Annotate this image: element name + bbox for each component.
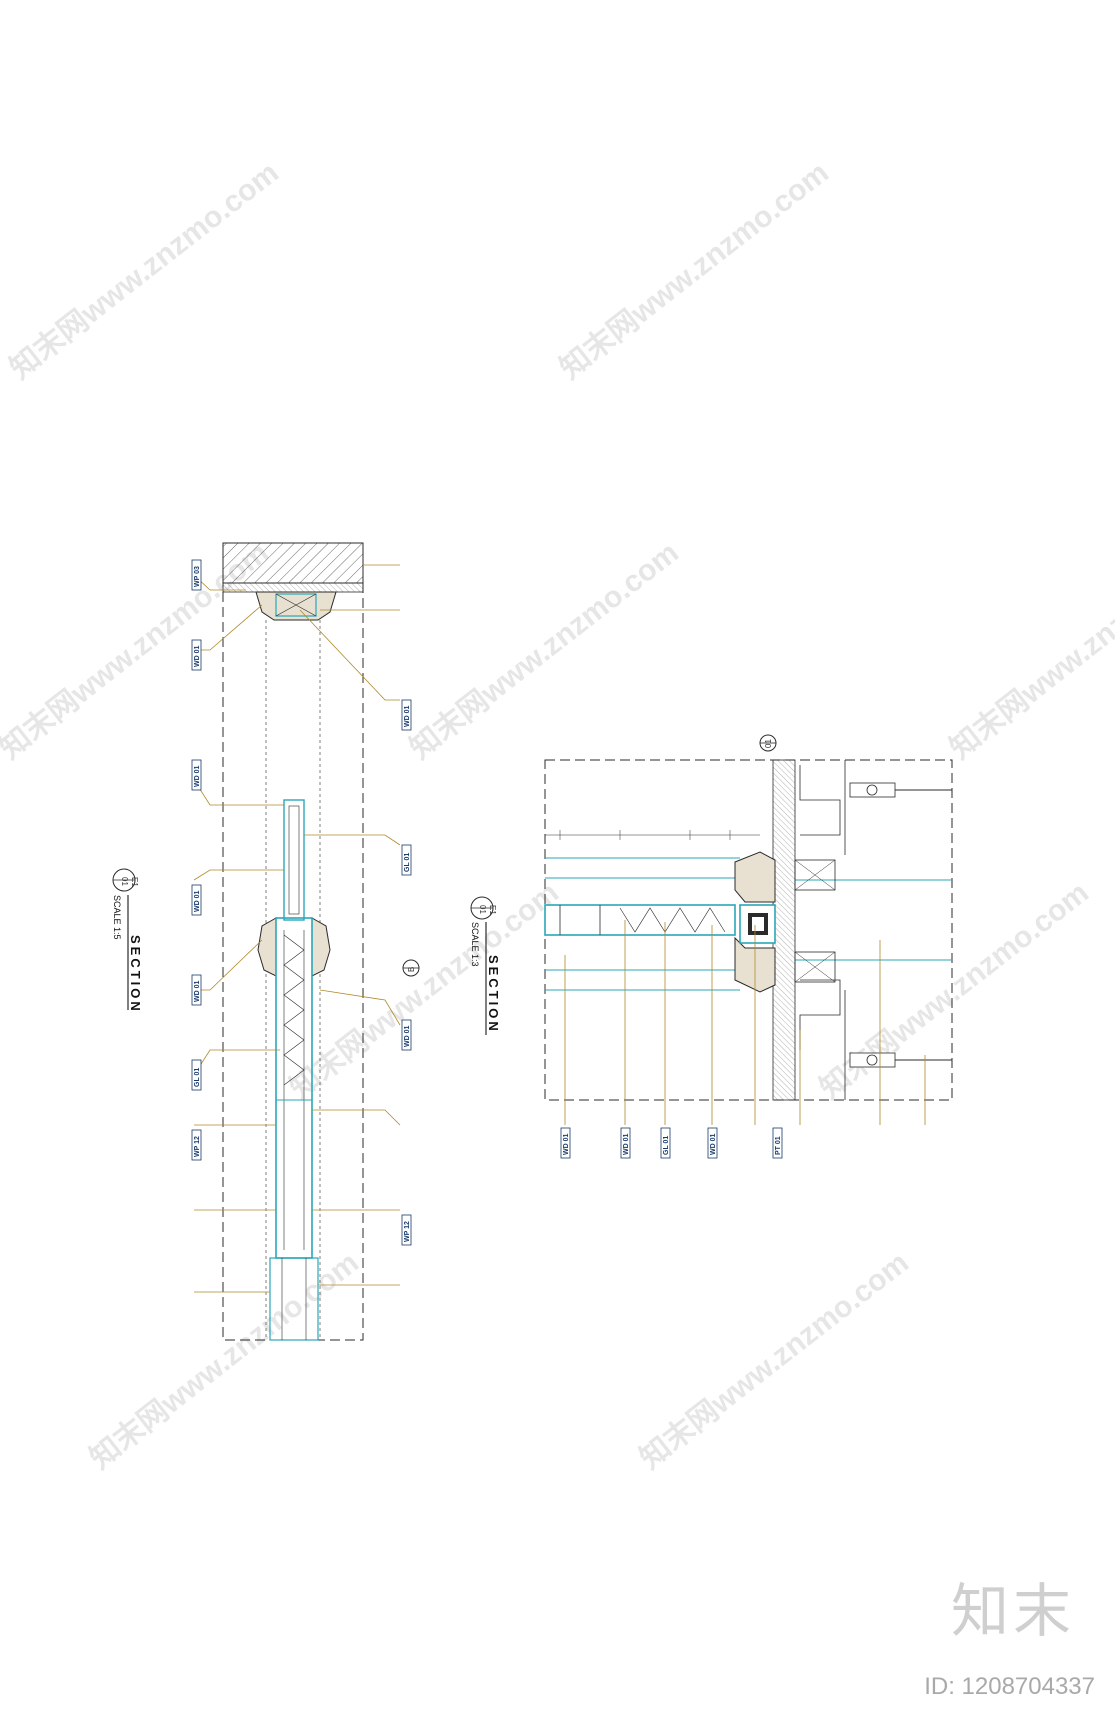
tag-wd-01: WD 01 — [191, 639, 202, 671]
ref-bottom: E1 — [130, 877, 139, 887]
tag-wd-01: WD 01 — [401, 699, 412, 731]
tag-wd-01: WD 01 — [401, 1019, 412, 1051]
leaders-bottom — [564, 920, 926, 1125]
tag-label: GL 01 — [663, 1136, 670, 1155]
image-id-label: ID: 1208704337 — [924, 1673, 1095, 1700]
lower-panel — [275, 1099, 313, 1259]
tag-label: GL 01 — [404, 853, 411, 872]
title-block-b: 01 E1 SCALE 1:3 SECTION — [470, 896, 501, 1035]
watermark: 知末网www.znzmo.com — [404, 536, 685, 766]
tag-wd-01: WD 01 — [620, 1127, 631, 1159]
tag-label: WP 12 — [194, 1136, 201, 1157]
stud-profiles — [799, 760, 846, 1100]
core-zigzag — [619, 907, 726, 933]
tag-label: WD 01 — [563, 1134, 570, 1156]
tag-wp-12: WP 12 — [401, 1214, 412, 1246]
tag-label: PT 01 — [775, 1136, 782, 1155]
tag-label: WD 01 — [404, 706, 411, 728]
section-title: SECTION — [486, 955, 501, 1034]
tag-wd-01: WD 01 — [191, 884, 202, 916]
block-cross — [275, 593, 317, 617]
masonry-wall — [222, 542, 364, 584]
wall-strip — [772, 759, 796, 1101]
ref-bottom: E1 — [488, 905, 497, 915]
tag-wd-01: WD 01 — [707, 1127, 718, 1159]
ref-top: 01 — [478, 905, 487, 914]
tag-label: WD 01 — [194, 766, 201, 788]
tag-wp-12: WP 12 — [191, 1129, 202, 1161]
watermark: 知末网www.znzmo.com — [944, 536, 1115, 766]
watermark: 知末网www.znzmo.com — [554, 156, 835, 386]
tag-gl-01: GL 01 — [191, 1059, 202, 1091]
tag-label: WD 01 — [194, 981, 201, 1003]
scale-label: SCALE 1:3 — [470, 922, 480, 967]
glass-panel — [544, 904, 736, 936]
section-marker-b: B — [402, 959, 420, 977]
mid-moulding-left — [257, 917, 277, 977]
anchor-bolt — [849, 1052, 952, 1068]
guide-lines — [545, 857, 952, 991]
tag-pt-01: PT 01 — [772, 1127, 783, 1159]
jamb-box — [794, 859, 836, 891]
top-block — [275, 593, 317, 617]
watermark: 知末网www.znzmo.com — [4, 156, 285, 386]
tag-label: WD 01 — [194, 646, 201, 668]
frame-moulding-top — [734, 851, 776, 903]
brand-logo: 知末 — [950, 1577, 1075, 1645]
watermark-layer: 知末网www.znzmo.com 知末网www.znzmo.com 知末网www… — [0, 156, 1115, 1476]
anchor-bolt — [849, 782, 952, 798]
tag-label: WD 01 — [623, 1134, 630, 1156]
jamb-box — [794, 951, 836, 983]
tags-left: WP 03 WD 01 WD 01 WD 01 WD 01 GL 01 — [191, 559, 202, 1161]
watermark: 知末网www.znzmo.com — [814, 876, 1095, 1106]
plaster-layer — [222, 582, 364, 593]
tag-label: WD 01 — [710, 1134, 717, 1156]
marker-label: B — [407, 967, 416, 972]
section-drawing-a: WP 03 WD 01 WD 01 WD 01 WD 01 GL 01 — [112, 542, 420, 1341]
upper-panel — [283, 799, 305, 921]
section-drawing-b: WD 01 WD 01 GL 01 WD 01 PT 01 01 — [470, 734, 953, 1159]
channel-slot — [752, 917, 764, 931]
tag-gl-01: GL 01 — [660, 1127, 671, 1159]
tag-wd-01: WD 01 — [191, 759, 202, 791]
ref-top: 01 — [120, 877, 129, 886]
scale-label: SCALE 1:5 — [112, 895, 122, 940]
watermark: 知末网www.znzmo.com — [84, 1246, 365, 1476]
tag-label: WD 01 — [194, 891, 201, 913]
core-zigzag — [283, 934, 305, 1086]
section-marker-01: 01 — [759, 734, 777, 752]
bottom-frame — [269, 1257, 319, 1341]
tags-bottom: WD 01 WD 01 GL 01 WD 01 PT 01 — [560, 1127, 783, 1159]
upper-panel-inner — [288, 805, 300, 915]
tag-gl-01: GL 01 — [401, 844, 412, 876]
tag-label: GL 01 — [194, 1068, 201, 1087]
tag-wd-01: WD 01 — [191, 974, 202, 1006]
tag-label: WP 12 — [404, 1221, 411, 1242]
tag-label: WP 03 — [194, 566, 201, 587]
leaders-right — [299, 564, 401, 1286]
title-block-a: 01 E1 SCALE 1:5 SECTION — [112, 868, 143, 1014]
mid-moulding-right — [311, 917, 331, 977]
section-title: SECTION — [128, 935, 143, 1014]
tags-right: WD 01 GL 01 WD 01 WP 12 — [401, 699, 412, 1246]
dim-lines — [545, 830, 760, 840]
tag-wp-03: WP 03 — [191, 559, 202, 591]
tag-wd-01: WD 01 — [560, 1127, 571, 1159]
watermark: 知末网www.znzmo.com — [634, 1246, 915, 1476]
marker-label: 01 — [764, 739, 773, 748]
tag-label: WD 01 — [404, 1026, 411, 1048]
